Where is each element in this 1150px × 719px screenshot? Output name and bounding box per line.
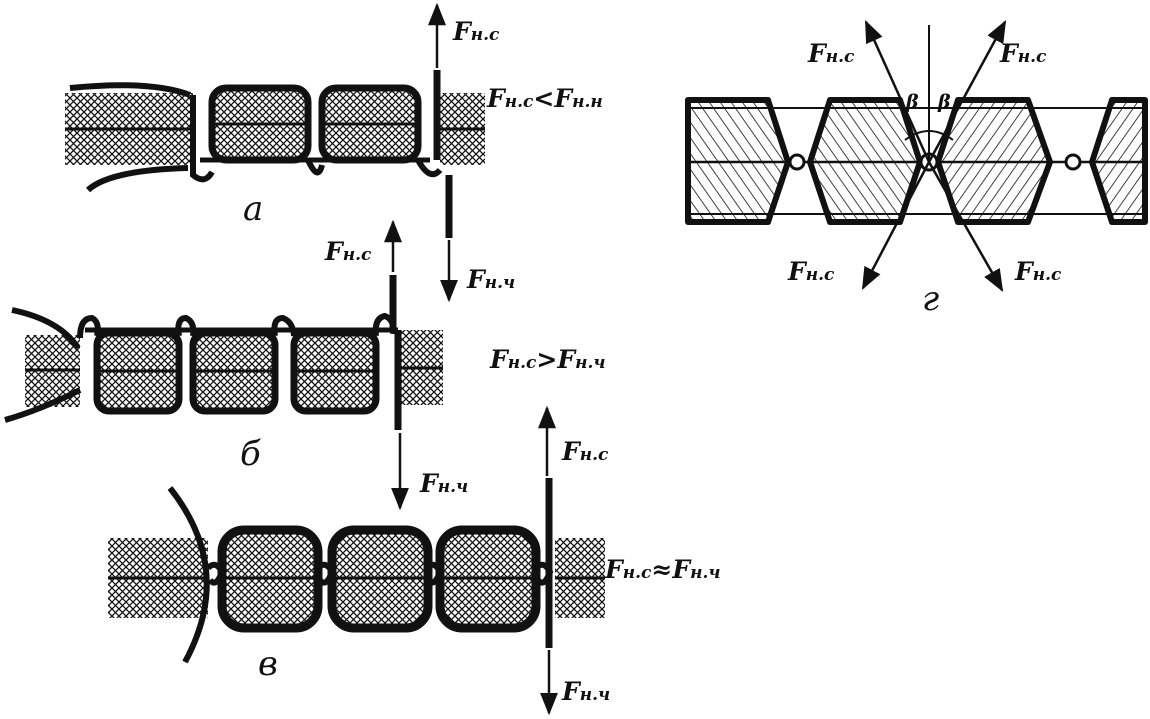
panel-g-angle-left: β — [905, 91, 919, 113]
panel-a-relation: Fн.с<Fн.н — [486, 84, 603, 113]
panel-v-down-label: Fн.ч — [561, 677, 610, 706]
panel-b-up-label: Fн.с — [324, 237, 372, 266]
panel-g-force-bl: Fн.с — [787, 257, 835, 286]
panel-b-stitches — [77, 312, 398, 415]
panel-v-relation: Fн.с≈Fн.ч — [604, 555, 721, 584]
panel-b-thread — [389, 275, 402, 430]
panel-b-relation: Fн.с>Fн.ч — [489, 345, 606, 374]
panel-a-up-label: Fн.с — [452, 17, 500, 46]
panel-a-letter: а — [243, 189, 263, 229]
panel-a: Fн.с Fн.ч Fн.с<Fн.н а — [65, 2, 603, 303]
panel-b: Fн.с Fн.ч Fн.с>Fн.ч б — [4, 219, 606, 511]
panel-g-threads — [861, 19, 1007, 292]
panel-v: Fн.с Fн.ч Fн.с≈Fн.ч в — [108, 405, 721, 716]
panel-g-letter: г — [922, 279, 939, 319]
panel-g-force-br: Fн.с — [1014, 257, 1062, 286]
panel-v-letter: в — [258, 644, 278, 684]
panel-v-stitches — [205, 525, 554, 633]
panel-a-stitches — [190, 84, 443, 183]
panel-g-force-tl: Fн.с — [807, 39, 855, 68]
panel-a-down-label: Fн.ч — [466, 265, 515, 294]
panel-b-fabric — [4, 307, 443, 423]
panel-a-thread — [433, 70, 453, 238]
panel-a-fabric — [65, 82, 485, 193]
panel-v-fabric — [108, 486, 605, 664]
panel-v-up-label: Fн.с — [561, 437, 609, 466]
panel-b-down-label: Fн.ч — [419, 469, 468, 498]
panel-g-fabric — [685, 97, 1148, 225]
panel-g: Fн.с Fн.с Fн.с Fн.с β β г — [685, 19, 1148, 319]
panel-g-force-tr: Fн.с — [999, 39, 1047, 68]
panel-g-angle-right: β — [937, 91, 951, 113]
panel-b-letter: б — [240, 434, 261, 474]
